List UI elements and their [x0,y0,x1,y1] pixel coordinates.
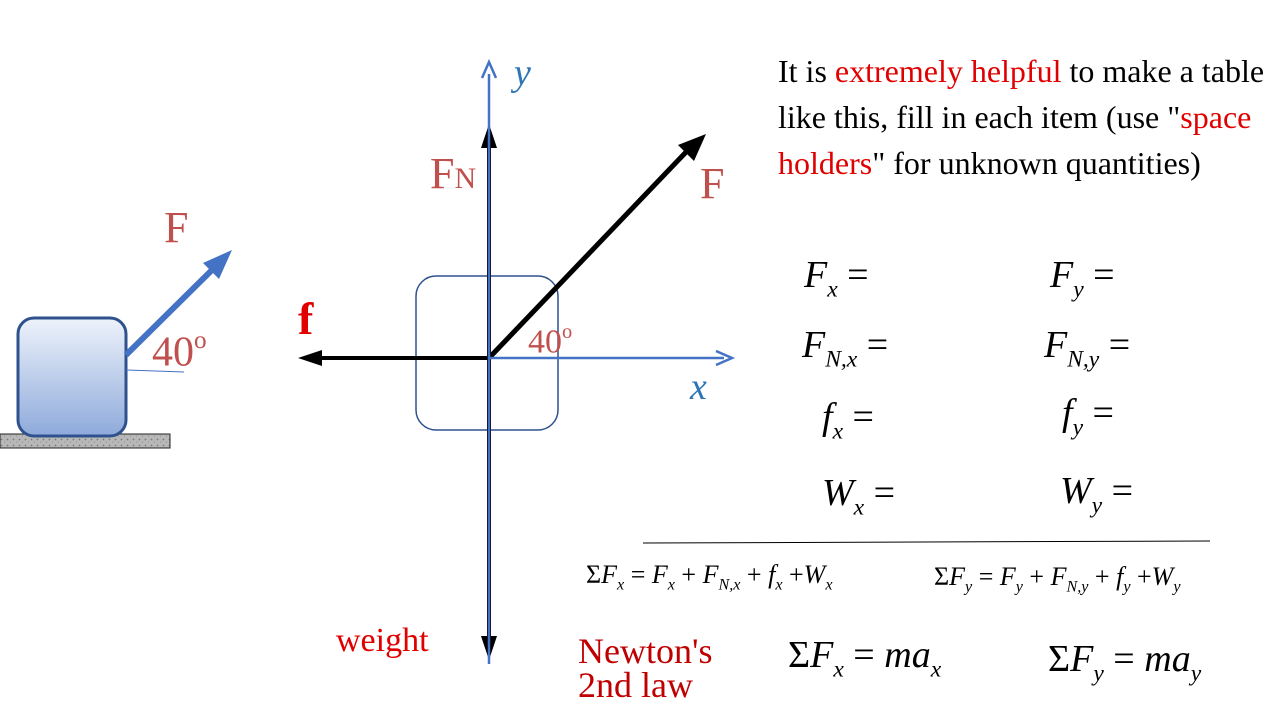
highlight-space-holders: space holders [778,99,1252,181]
instruction-text: It is extremely helpful to make a table … [778,53,1265,181]
eq-wx: Wx = [822,472,896,521]
friction-label: f [298,293,314,344]
fbd-applied-force-label: F [700,159,725,208]
angle-reference-line [125,369,185,373]
fbd-angle-label: 40o [528,321,573,361]
eq-fny: FN,y = [1044,324,1131,373]
sum-fy-expansion: ΣFy = Fy + FN,y + fy +Wy [934,562,1181,596]
friction-arrow-head [298,350,322,366]
eq-fnx: FN,x = [802,324,889,373]
normal-force-label: FN [430,149,477,198]
newtons-law-label: Newton's 2nd law [578,631,713,705]
weight-label: weight [336,622,429,659]
left-force-label: F [164,203,189,252]
eq-fry: fy = [1062,392,1114,441]
left-angle-label: 40o [152,327,207,376]
fbd-applied-force-arrow [487,148,690,360]
sum-fx-expansion: ΣFx = Fx + FN,x + fx +Wx [586,560,833,594]
fbd-applied-force-arrow-head [678,134,706,161]
applied-force-arrow-head [203,250,232,279]
eq-wy: Wy = [1060,470,1134,519]
y-axis-label: y [514,52,531,94]
applied-force-arrow-shaft [123,265,217,358]
highlight-extremely-helpful: extremely helpful [834,53,1062,89]
eq-fx: Fx = [804,254,869,303]
block [16,316,128,438]
newton-y-equation: ΣFy = may [1048,638,1202,687]
x-axis-label: x [690,366,707,408]
table-divider [642,540,1211,544]
x-axis-arrow-head [715,349,736,367]
y-axis-arrow-head [480,58,498,79]
eq-fy: Fy = [1050,254,1115,303]
newton-x-equation: ΣFx = max [788,634,942,683]
eq-frx: fx = [822,396,874,445]
